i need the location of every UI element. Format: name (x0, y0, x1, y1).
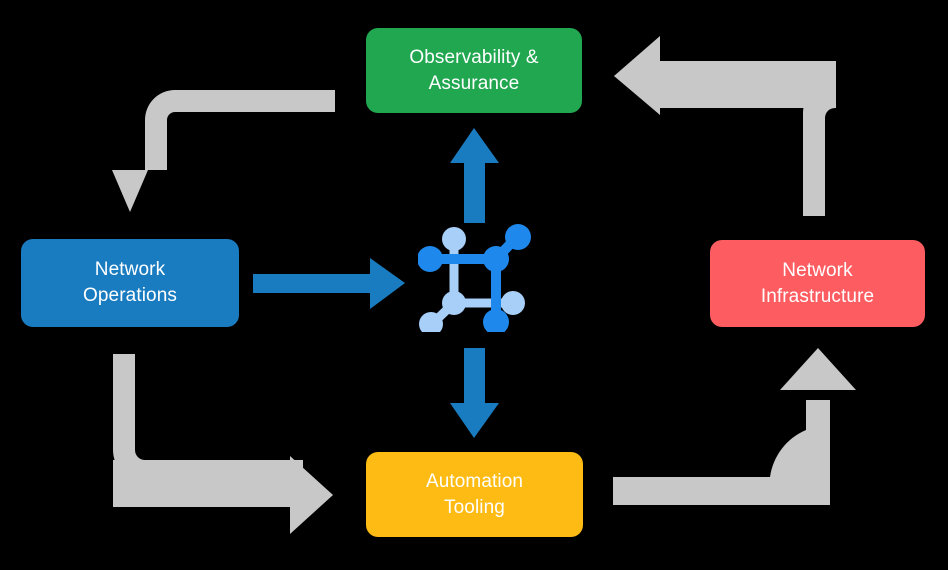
arrow-infrastructure-head (614, 36, 660, 115)
arrow-observability-to-operations (112, 56, 335, 212)
topology-node-right-light (501, 291, 525, 315)
arrow-automation-head (780, 348, 856, 390)
arrow-operations-head (290, 456, 333, 534)
topology-node-bottom-dark (483, 309, 509, 332)
node-automation-tooling[interactable]: Automation Tooling (366, 452, 583, 537)
node-label-observability: Observability & Assurance (409, 46, 539, 94)
arrow-infrastructure-to-observability-stem (803, 86, 835, 216)
arrow-operations-to-automation-bar (113, 460, 303, 507)
node-network-operations[interactable]: Network Operations (21, 239, 239, 327)
node-label-automation-tooling: Automation Tooling (425, 470, 524, 518)
topology-nodes (418, 224, 531, 332)
arrow-operations-to-automation-stem (113, 354, 145, 482)
topology-node-bottomleft-light (419, 312, 443, 332)
arrow-operations-to-center (253, 258, 405, 309)
node-network-infrastructure[interactable]: Network Infrastructure (710, 240, 925, 327)
topology-node-topright-dark (505, 224, 531, 250)
arrow-infrastructure-bar-fill (660, 61, 836, 108)
arrow-center-to-observability (450, 128, 499, 223)
arrow-automation-corner (770, 430, 830, 505)
topology-node-top-light (442, 227, 466, 251)
node-observability-assurance[interactable]: Observability & Assurance (366, 28, 582, 113)
node-label-network-infrastructure: Network Infrastructure (760, 259, 875, 307)
arrow-center-to-automation (450, 348, 499, 438)
node-label-network-operations: Network Operations (83, 259, 177, 306)
network-topology-icon (418, 224, 531, 332)
topology-node-center-dark (483, 246, 509, 272)
topology-node-left-dark (418, 246, 443, 272)
topology-node-mid-light (442, 291, 466, 315)
